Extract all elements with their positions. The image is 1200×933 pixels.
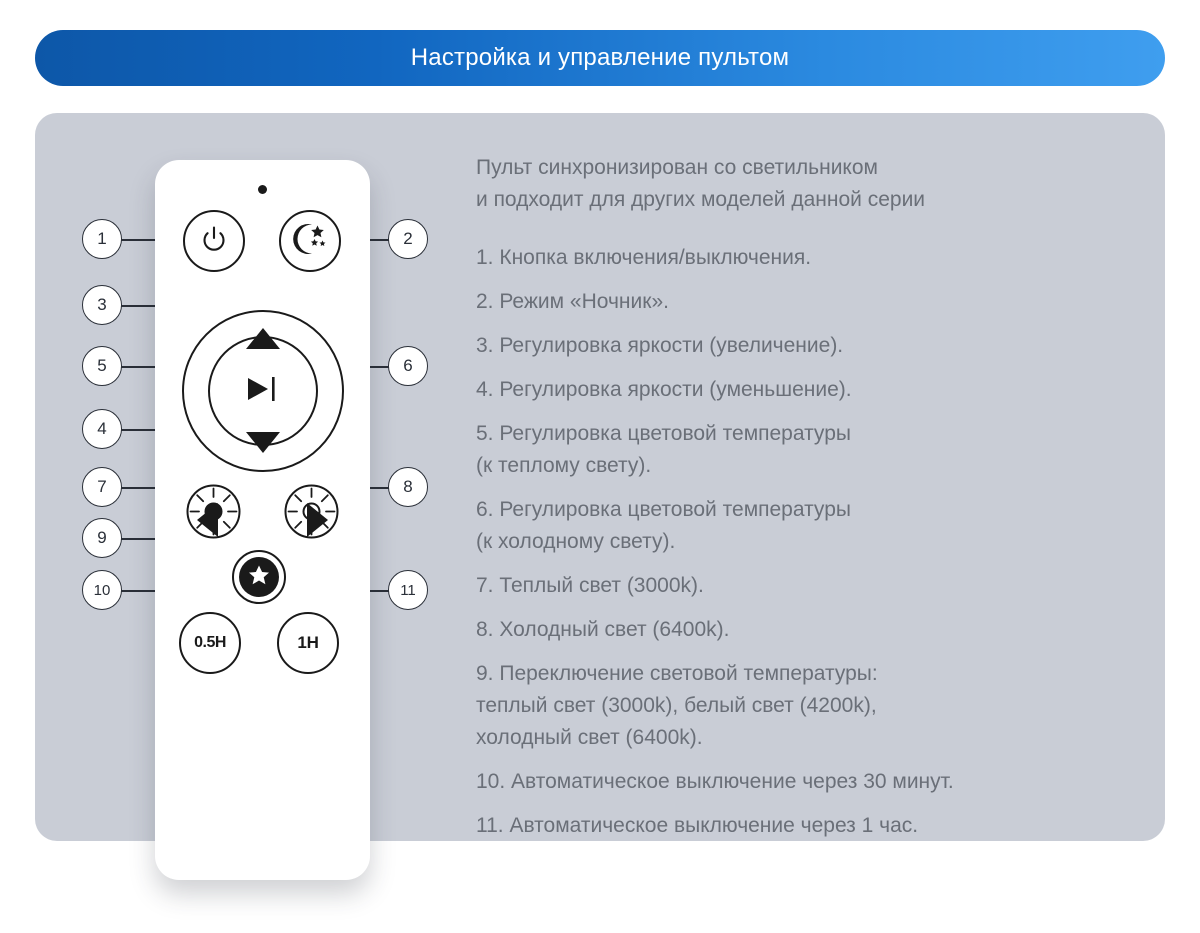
leader-line-1 <box>115 239 185 241</box>
ir-led-indicator <box>258 185 267 194</box>
instruction-text: 10. Автоматическое выключение через 30 м… <box>476 770 954 793</box>
timer-half-hour-button[interactable]: 0.5H <box>179 612 241 674</box>
instructions-column: Пульт синхронизирован со светильником и … <box>476 152 1136 854</box>
instruction-text: 2. Режим «Ночник». <box>476 290 669 313</box>
instruction-item-5: 5. Регулировка цветовой температуры (к т… <box>476 418 1136 482</box>
night-mode-button[interactable] <box>279 210 341 272</box>
callout-3[interactable]: 3 <box>82 285 122 325</box>
callout-11[interactable]: 11 <box>388 570 428 610</box>
cool-temperature-button[interactable] <box>307 503 328 537</box>
instruction-item-11: 11. Автоматическое выключение через 1 ча… <box>476 810 1136 842</box>
warm-temperature-button[interactable] <box>197 503 218 537</box>
timer-one-hour-label: 1H <box>297 633 319 652</box>
instruction-text: 3. Регулировка яркости (увеличение). <box>476 334 844 357</box>
instruction-item-10: 10. Автоматическое выключение через 30 м… <box>476 766 1136 798</box>
callout-7[interactable]: 7 <box>82 467 122 507</box>
timer-half-hour-label: 0.5H <box>194 634 226 651</box>
instruction-text: 7. Теплый свет (3000k). <box>476 574 704 597</box>
brightness-up-button[interactable] <box>245 328 280 349</box>
color-temperature-cycle-button[interactable] <box>232 550 286 604</box>
callout-8[interactable]: 8 <box>388 467 428 507</box>
callout-6[interactable]: 6 <box>388 346 428 386</box>
timer-one-hour-button[interactable]: 1H <box>277 612 339 674</box>
instruction-text: 6. Регулировка цветовой температуры <box>476 498 851 521</box>
callout-5[interactable]: 5 <box>82 346 122 386</box>
instruction-text: 1. Кнопка включения/выключения. <box>476 246 812 269</box>
instruction-item-4: 4. Регулировка яркости (уменьшение). <box>476 374 1136 406</box>
instruction-item-2: 2. Режим «Ночник». <box>476 286 1136 318</box>
instruction-text: 8. Холодный свет (6400k). <box>476 618 730 641</box>
remote-control-body: 0.5H 1H <box>155 160 370 880</box>
instruction-item-6: 6. Регулировка цветовой температуры (к х… <box>476 494 1136 558</box>
callout-2[interactable]: 2 <box>388 219 428 259</box>
power-button[interactable] <box>183 210 245 272</box>
intro-paragraph: Пульт синхронизирован со светильником и … <box>476 152 1136 216</box>
instruction-text: 4. Регулировка яркости (уменьшение). <box>476 378 852 401</box>
instruction-text-cont: теплый свет (3000k), белый свет (4200k), <box>476 694 877 717</box>
instruction-item-8: 8. Холодный свет (6400k). <box>476 614 1136 646</box>
header-banner: Настройка и управление пультом <box>35 30 1165 86</box>
intro-line-2: и подходит для других моделей данной сер… <box>476 188 926 211</box>
leader-line-10 <box>115 590 180 592</box>
callout-4[interactable]: 4 <box>82 409 122 449</box>
callout-9[interactable]: 9 <box>82 518 122 558</box>
instruction-item-1: 1. Кнопка включения/выключения. <box>476 242 1136 274</box>
leader-line-7 <box>115 487 190 489</box>
intro-line-1: Пульт синхронизирован со светильником <box>476 156 878 179</box>
star-icon <box>247 563 271 592</box>
play-pause-icon <box>240 374 286 409</box>
power-icon <box>198 223 230 260</box>
brightness-down-button[interactable] <box>245 432 280 453</box>
callout-10[interactable]: 10 <box>82 570 122 610</box>
instruction-text-cont: (к холодному свету). <box>476 530 676 553</box>
instruction-item-3: 3. Регулировка яркости (увеличение). <box>476 330 1136 362</box>
instruction-item-7: 7. Теплый свет (3000k). <box>476 570 1136 602</box>
instruction-text: 9. Переключение световой температуры: <box>476 662 878 685</box>
play-pause-center-button[interactable] <box>208 336 318 446</box>
instruction-text-cont-2: холодный свет (6400k). <box>476 726 703 749</box>
instruction-text: 5. Регулировка цветовой температуры <box>476 422 851 445</box>
callout-1[interactable]: 1 <box>82 219 122 259</box>
moon-stars-icon <box>288 217 332 266</box>
page-title: Настройка и управление пультом <box>410 44 790 71</box>
instruction-item-9: 9. Переключение световой температуры: те… <box>476 658 1136 754</box>
instruction-text-cont: (к теплому свету). <box>476 454 652 477</box>
star-button-fill <box>239 557 279 597</box>
instruction-text: 11. Автоматическое выключение через 1 ча… <box>476 814 919 837</box>
